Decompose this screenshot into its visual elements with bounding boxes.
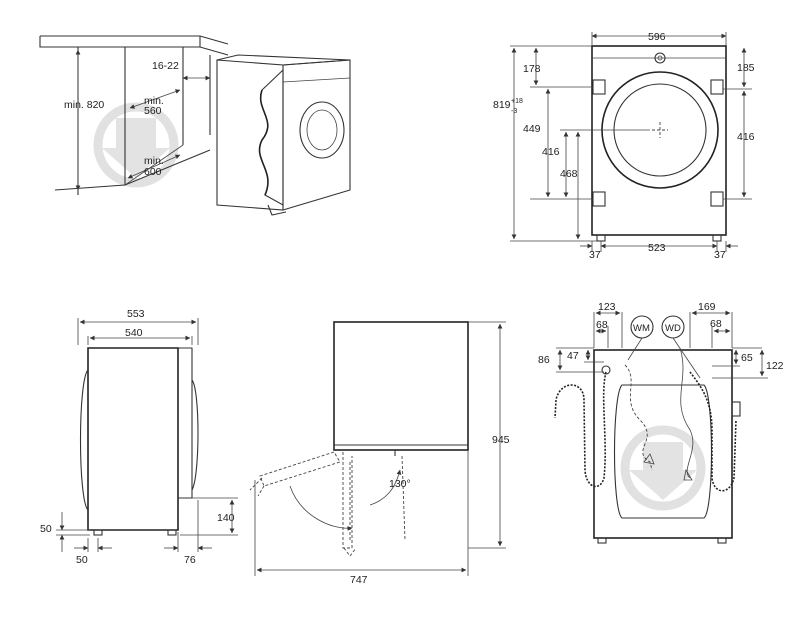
watermark-icon [93, 102, 179, 188]
hose-connector-icon [731, 401, 741, 417]
side-view: 553 540 50 50 76 140 [40, 308, 238, 566]
knob-icon [654, 52, 666, 64]
side-depth-total-label: 553 [127, 308, 145, 320]
side-foot-setback-label: 50 [76, 554, 88, 566]
front-416-left-label: 416 [542, 146, 560, 158]
wd-route [679, 347, 694, 479]
side-foot-height-label: 50 [40, 523, 52, 535]
front-416-right-label: 416 [737, 131, 755, 143]
niche-right-wall [182, 47, 211, 145]
side-depth-body-label: 540 [125, 327, 143, 339]
water-inlet-icon [601, 365, 611, 375]
front-feet-left-label: 37 [589, 249, 601, 261]
front-449-label: 449 [523, 123, 541, 135]
install-gap-label: 16-22 [152, 60, 179, 72]
install-width-label-1: min. [144, 95, 164, 107]
install-view: min. 820 16-22 min. 560 min. 600 [39, 35, 351, 216]
rear-65-label: 65 [741, 352, 753, 364]
door-view: 130° 945 747 [249, 321, 510, 586]
rear-view: WM WD 123 68 169 68 86 47 [538, 301, 784, 544]
rear-122-label: 122 [766, 360, 784, 372]
rear-123-label: 123 [598, 301, 616, 313]
install-depth-label-2: 600 [144, 166, 162, 178]
front-height-tol-plus: +18 [511, 98, 523, 105]
front-height-tol-minus: -3 [511, 108, 517, 115]
install-width-label-2: 560 [144, 105, 162, 117]
install-height-label: min. 820 [64, 99, 104, 111]
front-width-label: 596 [648, 31, 666, 43]
side-rear-offset-label: 76 [184, 554, 196, 566]
rear-47-label: 47 [567, 350, 579, 362]
washer-rear-body [593, 349, 733, 539]
front-top-left-label: 178 [523, 63, 541, 75]
rear-68-left-label: 68 [596, 319, 608, 331]
watermark-icon-rear [620, 425, 706, 511]
front-top-right-label: 185 [737, 62, 755, 74]
washer-3d-illustration [216, 54, 351, 216]
door-height-label: 945 [492, 434, 510, 446]
rear-169-label: 169 [698, 301, 716, 313]
inlet-hose [689, 371, 737, 492]
wm-route [624, 364, 653, 471]
swung-door-outline [259, 451, 341, 487]
wm-badge-label: WM [633, 323, 650, 334]
rear-68-right-label: 68 [710, 318, 722, 330]
front-height-label: 819 [493, 99, 511, 111]
washer-side-body [87, 347, 179, 531]
washer-front-body [591, 45, 727, 236]
door-depth-label: 747 [350, 574, 368, 586]
install-depth-label-1: min. [144, 155, 164, 167]
side-rear-height-label: 140 [217, 512, 235, 524]
front-468-label: 468 [560, 168, 578, 180]
door-angle-label: 130° [389, 478, 411, 490]
front-feet-mid-label: 523 [648, 242, 666, 254]
rear-86-label: 86 [538, 354, 550, 366]
front-view: 596 819 +18 -3 178 449 416 468 185 416 [493, 31, 755, 261]
wd-badge-label: WD [665, 323, 681, 334]
front-feet-right-label: 37 [714, 249, 726, 261]
washer-body-door-view [333, 321, 469, 451]
drain-hose [554, 371, 607, 488]
